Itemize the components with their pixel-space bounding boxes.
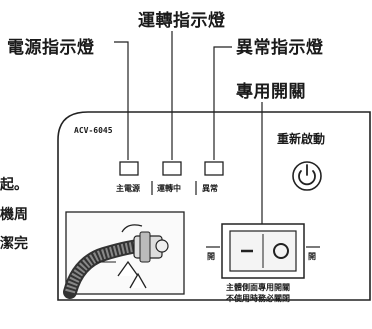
- side-text-line-3: 潔完: [0, 236, 28, 252]
- indicator-label-error: 異常: [202, 184, 218, 193]
- power-indicator-callout: 電源指示燈: [7, 38, 95, 58]
- main-power-lamp: [119, 161, 139, 176]
- hose-illustration: [63, 211, 185, 299]
- running-indicator-callout: 運轉指示燈: [138, 11, 226, 31]
- indicator-label-main-power: 主電源: [116, 184, 140, 193]
- switch-note-line-1: 主體側面專用開關: [226, 283, 290, 292]
- model-number: ACV-6045: [74, 126, 113, 135]
- error-indicator-callout: 異常指示燈: [236, 38, 324, 58]
- dedicated-switch-callout: 專用開關: [236, 82, 306, 102]
- side-text-line-2: 機周: [0, 207, 28, 223]
- side-text-line-1: 起。: [0, 177, 28, 193]
- dedicated-switch: [206, 223, 320, 279]
- switch-side-label-right: 開: [308, 252, 316, 261]
- power-icon: [292, 161, 322, 191]
- switch-side-label-left: 開: [207, 252, 215, 261]
- restart-label: 重新啟動: [277, 132, 326, 146]
- error-lamp: [204, 161, 224, 176]
- switch-note-line-2: 不使用時務必關閉: [226, 294, 290, 303]
- running-lamp: [162, 161, 182, 176]
- indicator-label-running: 運轉中: [157, 184, 181, 193]
